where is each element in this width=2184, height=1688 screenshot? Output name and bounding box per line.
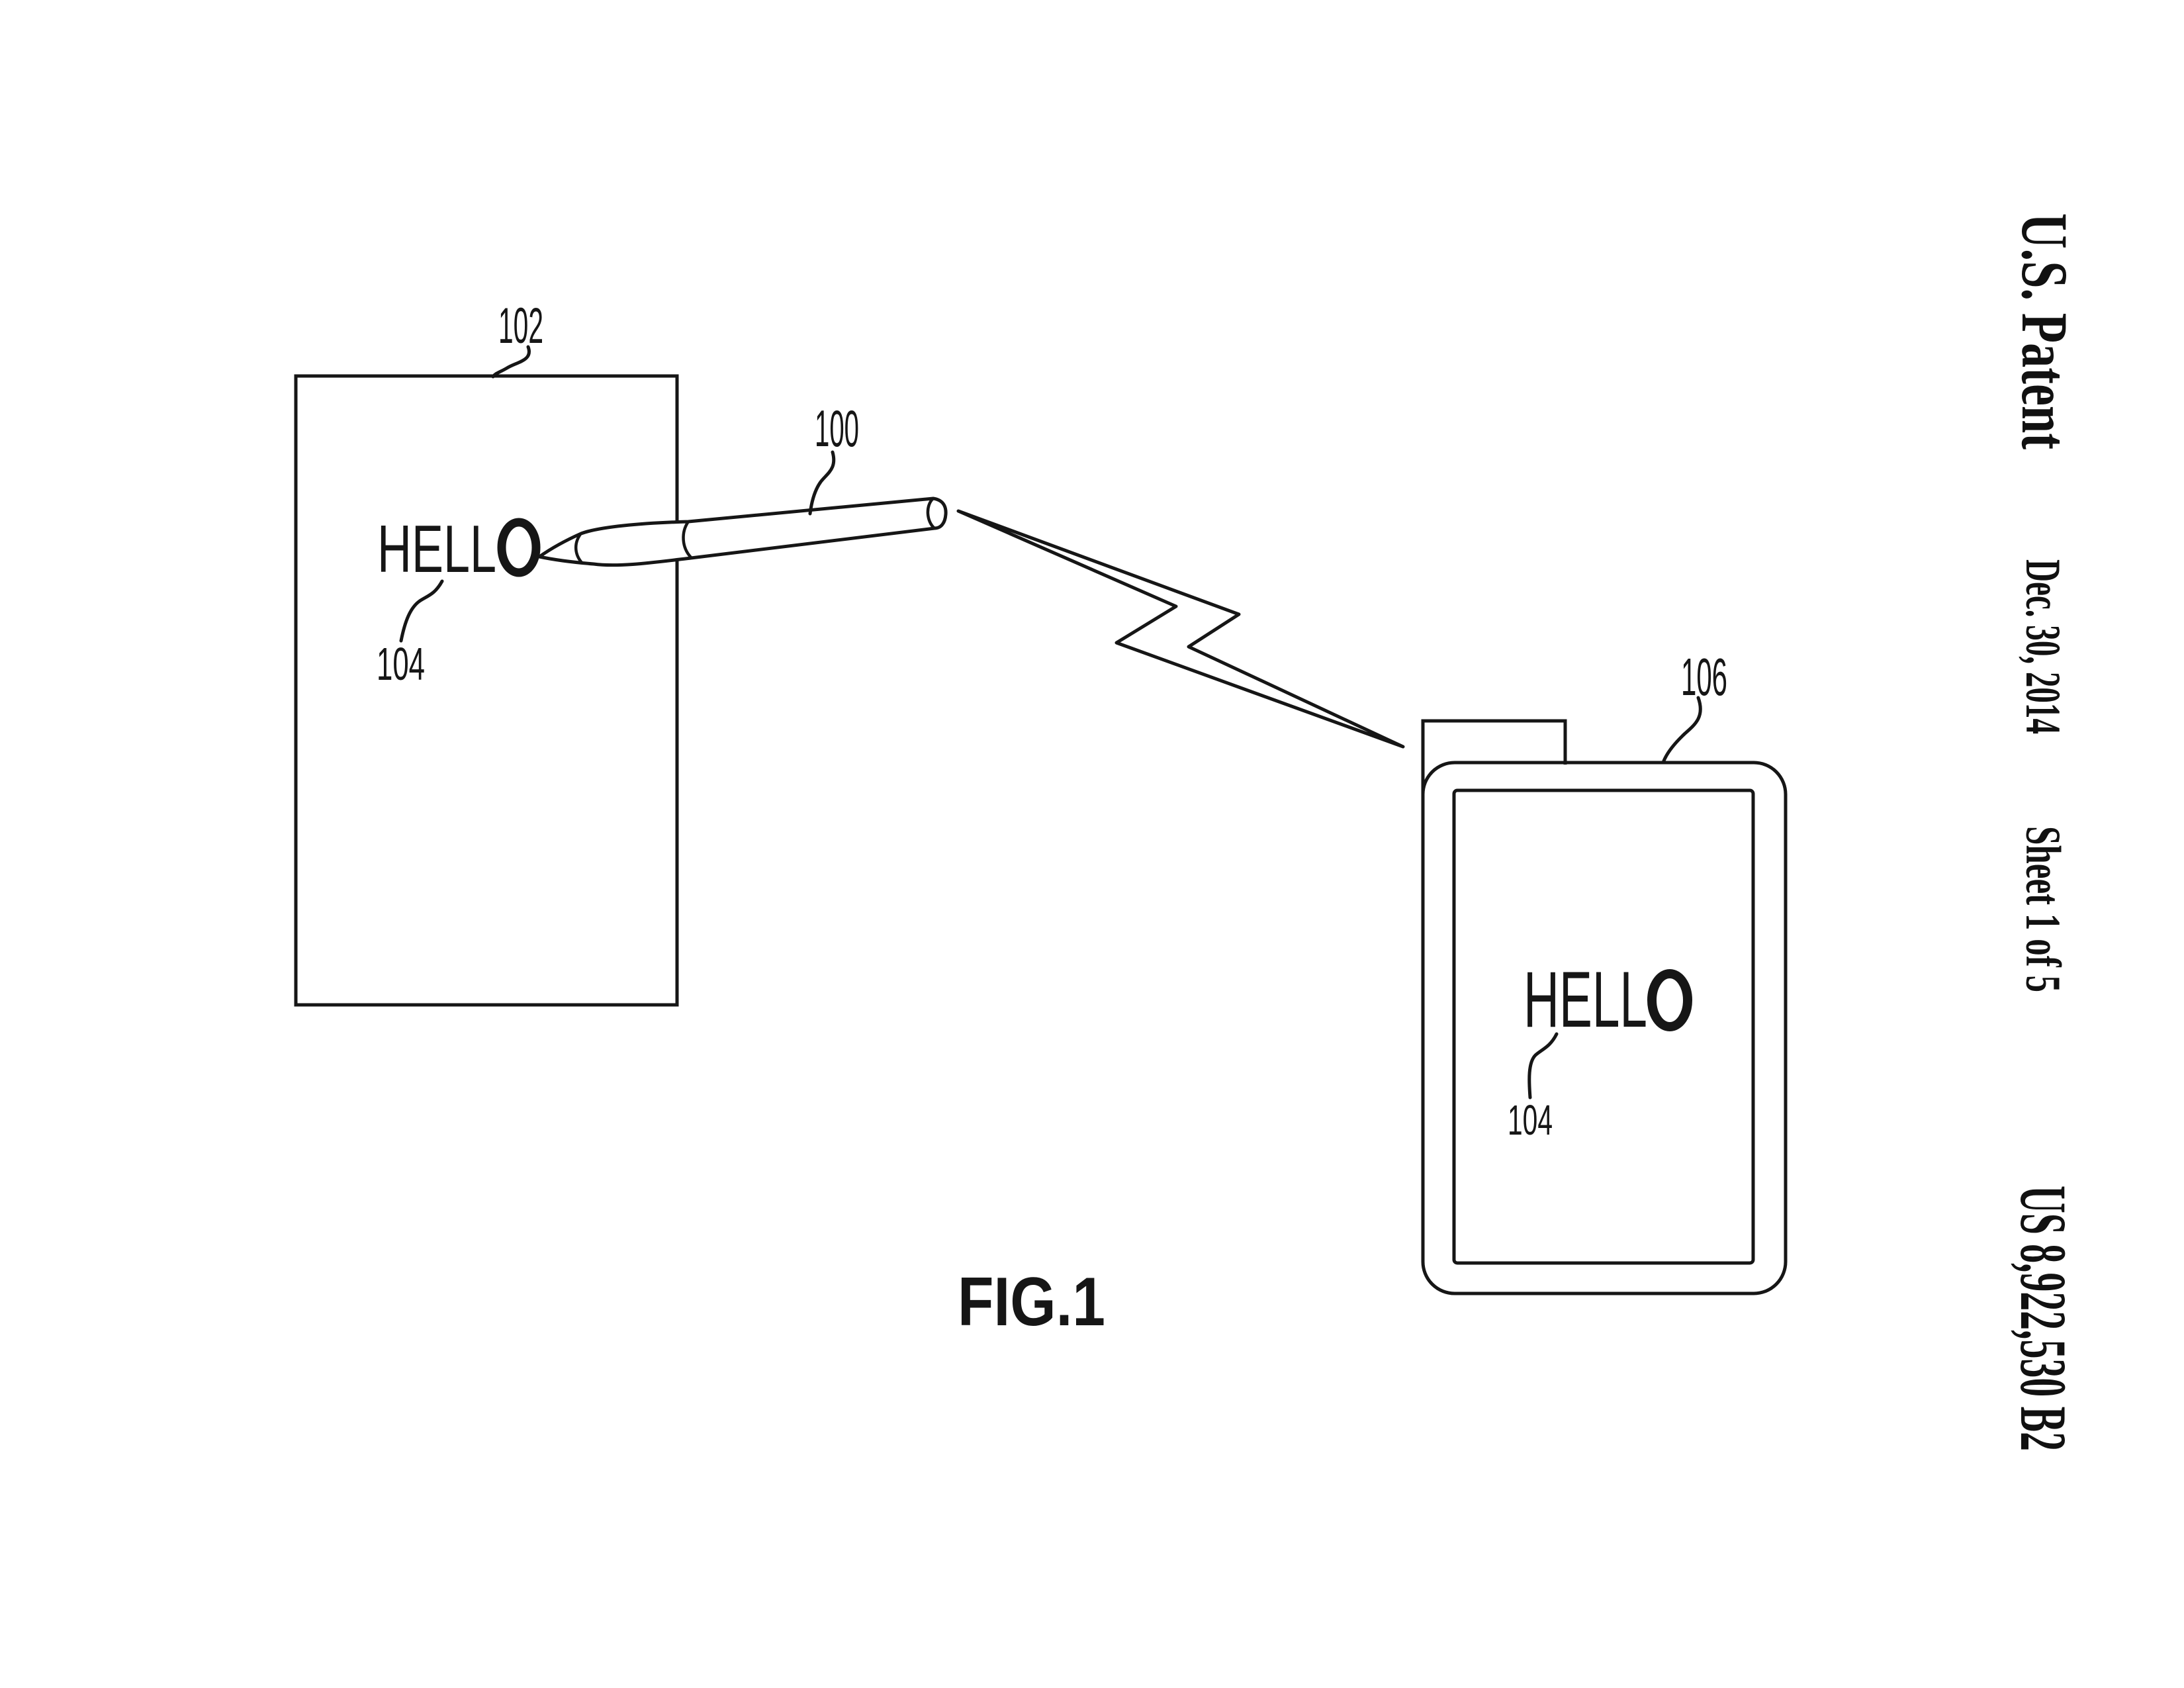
device-letter-o [1647,969,1692,1031]
paper-letter-o [497,518,541,577]
label-100: 100 [815,399,859,457]
pen-endcap-line [926,497,936,530]
pen-ferrule-line [682,520,692,559]
header-date: Dec. 30, 2014 [2015,559,2070,734]
stylus-pen [535,496,948,567]
label-106: 106 [1681,647,1727,706]
device-hello-text: HELL [1524,955,1647,1044]
paper-hello-text: HELL [377,512,496,586]
leader-104-paper [399,579,444,643]
header-patent-number: US 8,922,530 B2 [2007,1186,2080,1451]
device-body [1421,761,1788,1295]
leader-104-device [1527,1032,1559,1100]
paper-rect [294,374,679,1007]
wireless-bolt-icon [956,509,1405,749]
figure-caption: FIG.1 [958,1264,1105,1340]
device-tab [1421,719,1567,801]
device-screen [1452,788,1755,1265]
pen-nib-joint-line [574,533,584,565]
header-sheet: Sheet 1 of 5 [2015,826,2070,992]
label-102: 102 [498,298,543,354]
leader-100 [808,450,836,516]
header-title: U.S. Patent [2008,213,2081,449]
leader-102 [491,345,531,379]
label-104-paper: 104 [377,638,425,690]
leader-106 [1661,696,1702,765]
label-104-device: 104 [1508,1096,1553,1144]
